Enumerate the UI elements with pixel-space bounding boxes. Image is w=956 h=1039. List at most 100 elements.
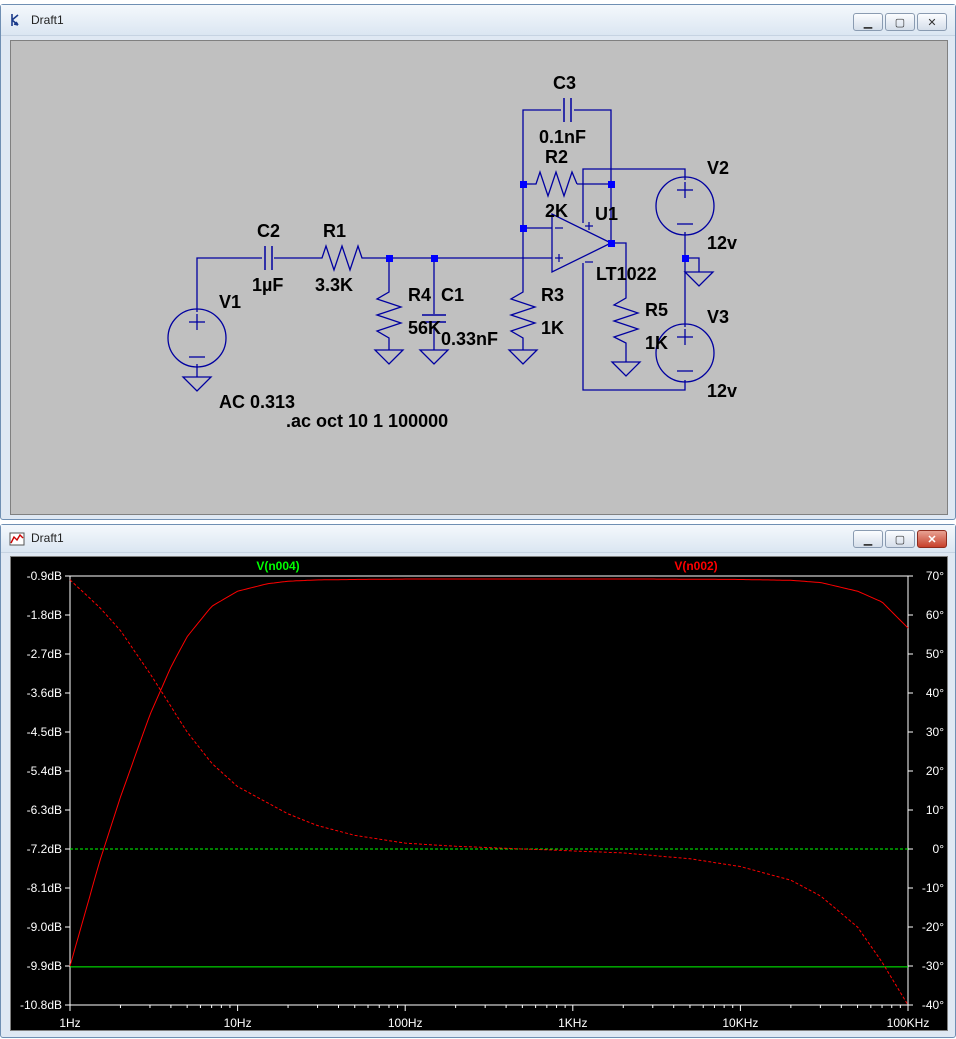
r4-symbol bbox=[374, 287, 404, 344]
x-axis-ticks: 1Hz 10Hz 100Hz 1KHz 10KHz 100KHz bbox=[59, 1005, 929, 1030]
schematic-drawing: C3 0.1nF R2 2K U1 LT1022 V2 12v V3 12v C… bbox=[167, 73, 737, 431]
plot-titlebar[interactable]: Draft1 ▁ ▢ ✕ bbox=[1, 525, 955, 553]
schematic-window-title: Draft1 bbox=[31, 13, 64, 27]
trace-v-n002--phase[interactable] bbox=[69, 579, 909, 1006]
capacitors bbox=[264, 98, 572, 323]
v2-value: 12v bbox=[707, 233, 737, 253]
y-right-tick-label: -10° bbox=[922, 881, 944, 895]
r5-symbol bbox=[611, 292, 641, 348]
y-right-tick-label: 20° bbox=[926, 764, 944, 778]
close-button[interactable]: ✕ bbox=[917, 530, 947, 548]
y-axis-right-ticks: 70°60°50°40°30°20°10°0°-10°-20°-30°-40° bbox=[908, 569, 944, 1012]
ground-icon bbox=[610, 361, 642, 377]
r1-value: 3.3K bbox=[315, 275, 353, 295]
y-right-tick-label: 10° bbox=[926, 803, 944, 817]
c3-value: 0.1nF bbox=[539, 127, 586, 147]
r3-value: 1K bbox=[541, 318, 564, 338]
legend-v-n004[interactable]: V(n004) bbox=[256, 559, 299, 573]
r1-symbol bbox=[318, 243, 366, 273]
ground-icon bbox=[181, 376, 213, 392]
v1-symbol bbox=[167, 308, 227, 368]
r4-value: 56K bbox=[408, 318, 441, 338]
minimize-icon: ▁ bbox=[863, 16, 873, 29]
r2-value: 2K bbox=[545, 201, 568, 221]
y-left-tick-label: -5.4dB bbox=[27, 764, 62, 778]
y-right-tick-label: 40° bbox=[926, 686, 944, 700]
spice-directive: .ac oct 10 1 100000 bbox=[286, 411, 448, 431]
y-left-tick-label: -7.2dB bbox=[27, 842, 62, 856]
y-left-tick-label: -0.9dB bbox=[27, 569, 62, 583]
x-tick-label: 1Hz bbox=[59, 1016, 80, 1030]
c2-ref: C2 bbox=[257, 221, 280, 241]
y-right-tick-label: -20° bbox=[922, 920, 944, 934]
ground-icon bbox=[418, 349, 450, 365]
v2-ref: V2 bbox=[707, 158, 729, 178]
r3-ref: R3 bbox=[541, 285, 564, 305]
maximize-button[interactable]: ▢ bbox=[885, 530, 915, 548]
c3-symbol bbox=[563, 98, 572, 122]
close-button[interactable]: ✕ bbox=[917, 13, 947, 31]
v1-ref: V1 bbox=[219, 292, 241, 312]
y-left-tick-label: -4.5dB bbox=[27, 725, 62, 739]
plot-canvas[interactable]: V(n004) V(n002) -0.9dB -1.8dB -2.7dB -3.6dB… bbox=[10, 556, 948, 1031]
minimize-button[interactable]: ▁ bbox=[853, 13, 883, 31]
x-tick-label: 10Hz bbox=[224, 1016, 252, 1030]
y-left-tick-label: -2.7dB bbox=[27, 647, 62, 661]
voltage-sources bbox=[167, 176, 715, 383]
x-tick-label: 100Hz bbox=[388, 1016, 423, 1030]
c1-symbol bbox=[422, 314, 446, 323]
y-left-tick-label: -9.0dB bbox=[27, 920, 62, 934]
ground-icon bbox=[507, 349, 539, 365]
c1-value: 0.33nF bbox=[441, 329, 498, 349]
y-right-tick-label: -40° bbox=[922, 998, 944, 1012]
ground-icon bbox=[683, 271, 715, 287]
schematic-canvas[interactable]: C3 0.1nF R2 2K U1 LT1022 V2 12v V3 12v C… bbox=[10, 40, 948, 515]
y-left-tick-label: -1.8dB bbox=[27, 608, 62, 622]
resistors bbox=[318, 169, 641, 348]
c3-ref: C3 bbox=[553, 73, 576, 93]
x-tick-label: 10KHz bbox=[722, 1016, 758, 1030]
v3-symbol bbox=[655, 323, 715, 383]
x-tick-label: 1KHz bbox=[558, 1016, 587, 1030]
junctions bbox=[386, 181, 689, 262]
y-right-tick-label: 70° bbox=[926, 569, 944, 583]
plot-frame bbox=[69, 575, 909, 1006]
r3-symbol bbox=[508, 287, 538, 344]
grounds bbox=[181, 271, 715, 392]
component-labels: C3 0.1nF R2 2K U1 LT1022 V2 12v V3 12v C… bbox=[219, 73, 737, 431]
r5-value: 1K bbox=[645, 333, 668, 353]
minimize-icon: ▁ bbox=[863, 533, 873, 546]
schematic-titlebar[interactable]: Draft1 ▁ ▢ ✕ bbox=[1, 5, 955, 36]
y-left-tick-label: -8.1dB bbox=[27, 881, 62, 895]
ground-icon bbox=[373, 349, 405, 365]
u1-ref: U1 bbox=[595, 204, 618, 224]
x-tick-label: 100KHz bbox=[887, 1016, 930, 1030]
y-right-tick-label: 0° bbox=[933, 842, 945, 856]
minimize-button[interactable]: ▁ bbox=[853, 530, 883, 548]
trace-v-n002--db[interactable] bbox=[69, 578, 909, 967]
y-right-tick-label: 60° bbox=[926, 608, 944, 622]
c1-ref: C1 bbox=[441, 285, 464, 305]
maximize-button[interactable]: ▢ bbox=[885, 13, 915, 31]
y-left-tick-label: -3.6dB bbox=[27, 686, 62, 700]
plot-window: Draft1 ▁ ▢ ✕ V(n004) V(n002) -0.9dB -1.8d… bbox=[0, 524, 956, 1038]
y-left-tick-label: -10.8dB bbox=[20, 998, 62, 1012]
r1-ref: R1 bbox=[323, 221, 346, 241]
maximize-icon: ▢ bbox=[894, 533, 906, 546]
close-icon: ✕ bbox=[927, 16, 937, 29]
legend-v-n002[interactable]: V(n002) bbox=[674, 559, 717, 573]
plot-window-title: Draft1 bbox=[31, 531, 64, 545]
y-right-tick-label: -30° bbox=[922, 959, 944, 973]
v2-symbol bbox=[655, 176, 715, 236]
y-left-tick-label: -6.3dB bbox=[27, 803, 62, 817]
r4-ref: R4 bbox=[408, 285, 431, 305]
close-icon: ✕ bbox=[927, 533, 937, 546]
y-right-tick-label: 50° bbox=[926, 647, 944, 661]
bode-plot: V(n004) V(n002) -0.9dB -1.8dB -2.7dB -3.6dB… bbox=[20, 559, 944, 1030]
traces bbox=[69, 578, 909, 1006]
plot-app-icon bbox=[9, 532, 25, 546]
c2-value: 1µF bbox=[252, 275, 283, 295]
wires bbox=[196, 109, 700, 391]
schematic-app-icon bbox=[11, 14, 19, 26]
r2-ref: R2 bbox=[545, 147, 568, 167]
